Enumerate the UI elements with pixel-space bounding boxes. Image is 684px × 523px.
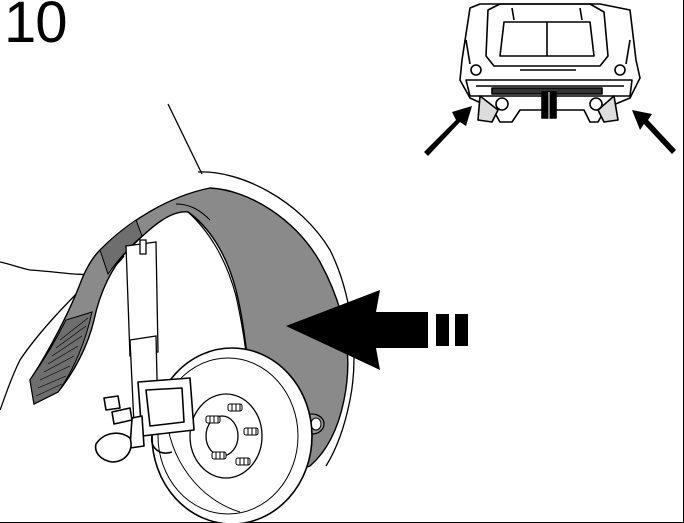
inset-left-arrow: [424, 106, 472, 156]
main-insert-arrow: [286, 290, 468, 370]
brake-rotor: [151, 347, 313, 523]
stud: [235, 457, 251, 466]
wheel-studs: [205, 403, 259, 466]
stud: [211, 451, 227, 460]
stud: [243, 427, 259, 436]
inset-right-arrow: [632, 110, 676, 154]
stud: [205, 415, 221, 424]
stud: [227, 403, 243, 412]
step-number: 10: [4, 0, 68, 55]
brake-caliper: [94, 377, 195, 463]
inset-vehicle-rear-view: [459, 3, 641, 123]
